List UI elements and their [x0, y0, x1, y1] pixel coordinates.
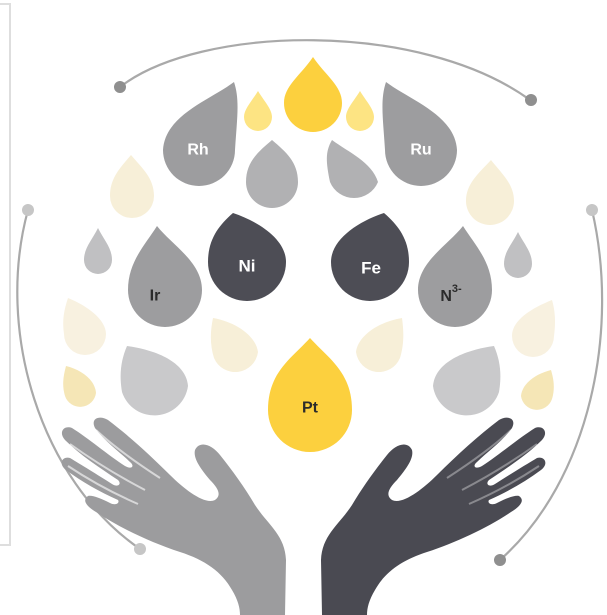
top-center-leaf: [284, 57, 342, 132]
left-arc-top-dot: [22, 204, 34, 216]
mid-right-grey-leaf: [327, 140, 378, 198]
pt-label: Pt: [302, 400, 319, 417]
top-right-small-leaf: [346, 91, 374, 131]
n3-leaf: [418, 226, 492, 327]
ir-label: Ir: [150, 288, 161, 305]
rh-leaf: [163, 82, 238, 186]
ru-leaf: [382, 82, 457, 186]
left-panel-edge: [0, 4, 10, 545]
lower-left-grey-leaf: [121, 346, 188, 415]
n3-symbol: N: [440, 288, 452, 305]
top-left-small-leaf: [244, 91, 272, 131]
left-hand: [62, 418, 286, 615]
left-small-grey-leaf: [84, 228, 112, 274]
ru-label: Ru: [410, 142, 431, 159]
upper-right-cream-leaf: [466, 160, 514, 225]
right-arc-top-dot: [586, 204, 598, 216]
ir-leaf: [128, 226, 202, 327]
inner-left-cream-leaf: [211, 318, 258, 372]
rh-label: Rh: [187, 142, 208, 159]
right-arc-bottom-dot: [494, 554, 506, 566]
leaf-group: [63, 57, 555, 452]
top-arc-left-dot: [114, 81, 126, 93]
mid-left-grey-leaf: [246, 140, 298, 208]
lower-left-cream-leaf: [63, 366, 96, 407]
mid-left-cream-leaf: [63, 298, 106, 355]
right-small-grey-leaf: [504, 232, 532, 278]
fe-label: Fe: [361, 259, 381, 278]
inner-right-cream-leaf: [356, 318, 403, 372]
lower-right-grey-leaf: [433, 346, 500, 415]
n3-charge: 3-: [452, 283, 462, 295]
lower-right-cream-leaf: [521, 370, 554, 410]
fe-leaf: [331, 213, 409, 301]
left-arc-bottom-dot: [134, 543, 146, 555]
pt-leaf: [268, 338, 352, 452]
mid-right-cream-leaf: [512, 300, 555, 357]
ni-label: Ni: [239, 257, 256, 276]
top-arc-right-dot: [525, 94, 537, 106]
right-hand: [321, 418, 545, 615]
upper-left-cream-leaf: [110, 155, 154, 218]
